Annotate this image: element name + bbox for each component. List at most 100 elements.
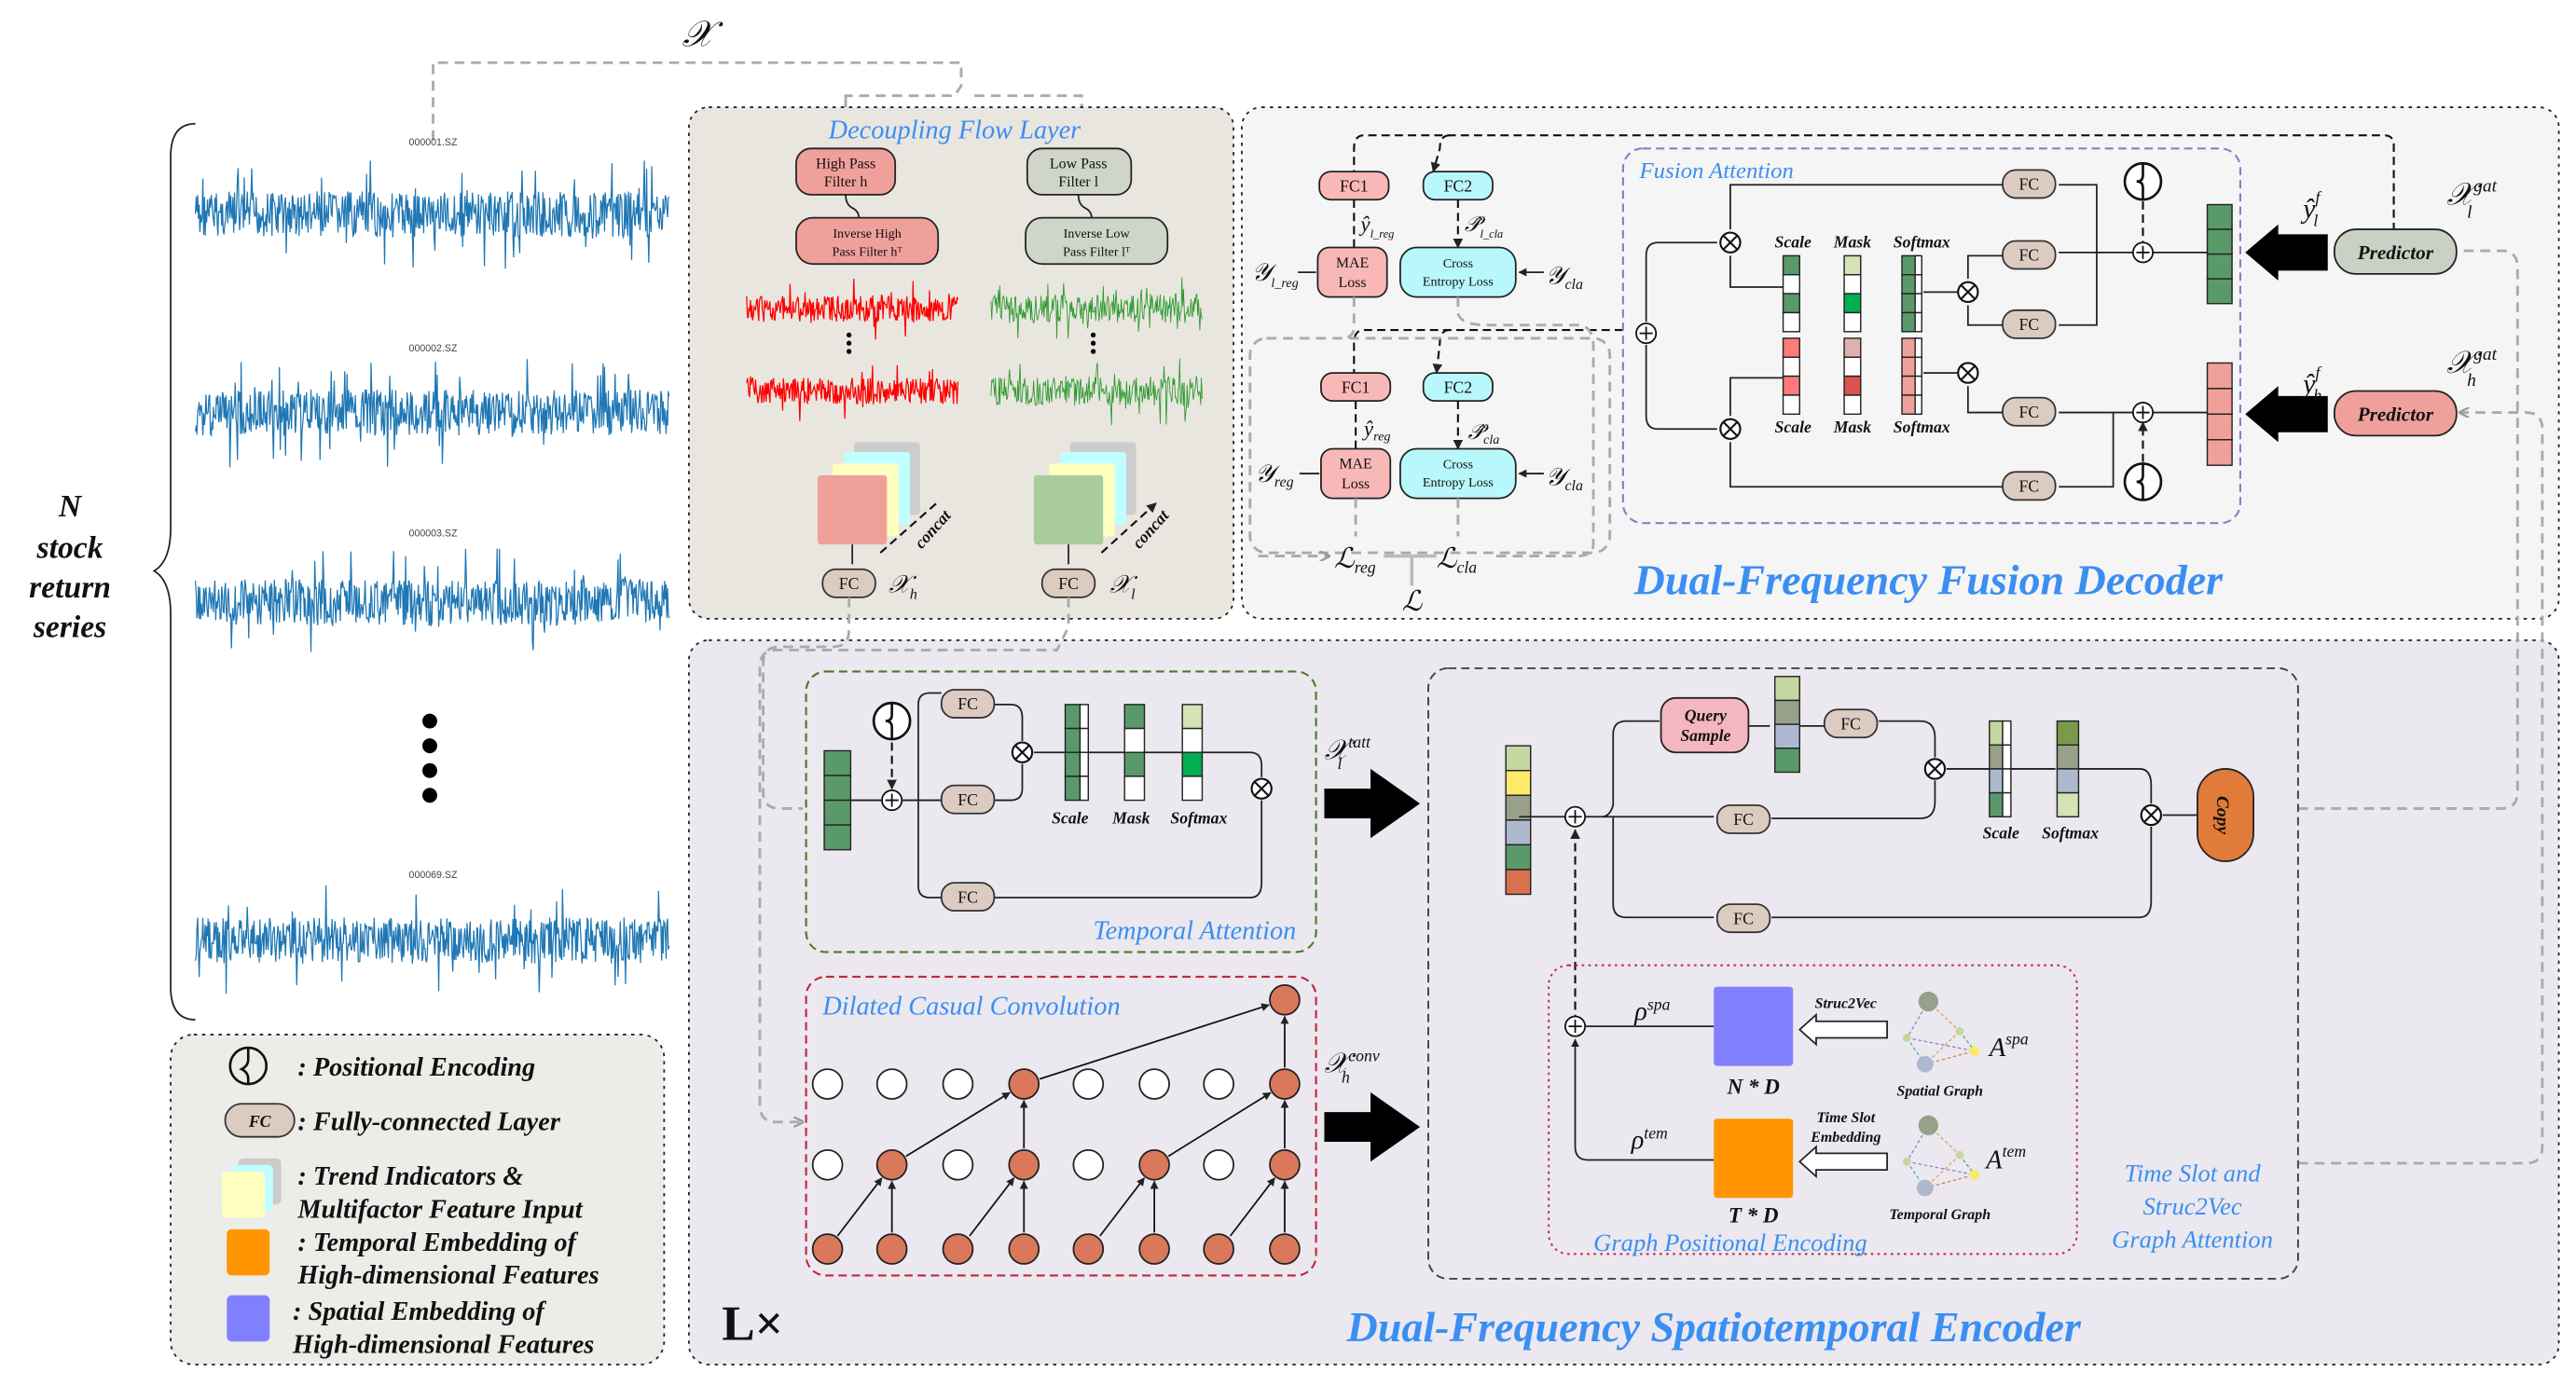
graphs xyxy=(1902,991,1980,1197)
mask-column-cell xyxy=(1843,337,1862,358)
active-node xyxy=(875,1233,908,1265)
dilated-conv-title: Dilated Casual Convolution xyxy=(821,993,1120,1022)
multiply-icon-cross xyxy=(1961,365,1976,380)
conv-edge xyxy=(969,1177,1015,1237)
graph-edge xyxy=(1924,1030,1961,1065)
graph-node xyxy=(1955,1026,1964,1036)
temporal-graph-label: Temporal Graph xyxy=(1889,1207,1991,1223)
mask-column-cell xyxy=(1123,704,1146,730)
loss-sum-lines xyxy=(1384,554,1437,586)
legend-text: : Spatial Embedding of xyxy=(293,1297,546,1326)
positional-encoding-wave xyxy=(2136,163,2144,200)
softmax-column-cell xyxy=(1181,704,1204,730)
mask-label: Mask xyxy=(1833,233,1871,252)
fc-layer xyxy=(940,882,996,913)
query-vector-cell xyxy=(1774,676,1800,702)
stock-return-line xyxy=(194,160,670,269)
softmax-column-cell xyxy=(1914,293,1922,314)
low-frequency-wave xyxy=(990,358,1203,426)
scale-column-cell xyxy=(1782,311,1800,333)
input-vector-cell xyxy=(823,824,852,851)
multiply-icon-cross xyxy=(1254,781,1270,797)
graph-edge xyxy=(1924,1050,1976,1065)
mae-label: Loss xyxy=(1342,476,1370,492)
mae-label: MAE xyxy=(1339,457,1371,473)
legend-text: : Temporal Embedding of xyxy=(297,1228,578,1257)
graph-edge xyxy=(1924,1173,1976,1189)
fc-label: FC xyxy=(1058,574,1079,593)
output-node xyxy=(1269,983,1301,1016)
query-sample-box xyxy=(1660,696,1750,754)
fusion-lines xyxy=(1645,184,2004,488)
fc-label: FC xyxy=(957,694,978,713)
low-pass-label: Filter l xyxy=(1058,174,1098,190)
temporal-lines xyxy=(850,692,1263,899)
query-sample-label: Sample xyxy=(1680,726,1730,745)
series-label-line: N xyxy=(58,489,83,524)
cross-entropy-loss-top xyxy=(1398,246,1517,298)
scale-column-cell xyxy=(1782,337,1800,358)
scale-column-cell xyxy=(1989,768,2004,794)
stack-connector xyxy=(851,544,1069,565)
scale-column-cell xyxy=(1782,394,1800,416)
fc-label: FC xyxy=(2019,315,2040,334)
softmax-column-cell xyxy=(1914,274,1922,295)
input-vector-cell xyxy=(823,749,852,776)
big-arrow-temporal xyxy=(1324,768,1421,839)
inactive-node xyxy=(942,1068,974,1100)
decomposed-waves xyxy=(746,277,1203,426)
input-vector-cell xyxy=(1505,819,1532,846)
add-icon-cross xyxy=(885,793,899,807)
fc-label: FC xyxy=(957,790,978,809)
softmax-column-cell xyxy=(1914,311,1922,333)
series-label-line: return xyxy=(29,570,111,605)
mask-column-cell xyxy=(1843,311,1862,333)
mae-label: Loss xyxy=(1338,275,1366,291)
add-icon-cross xyxy=(1568,1020,1582,1034)
inactive-node xyxy=(1203,1148,1234,1181)
mask-column-cell xyxy=(1843,254,1862,276)
active-node xyxy=(1269,1068,1301,1100)
conv-edge xyxy=(1099,1177,1146,1237)
low-frequency-output-vector-cell xyxy=(2206,228,2233,255)
low-frequency-wave xyxy=(990,277,1203,339)
softmax-column-cell xyxy=(1914,254,1922,276)
fc2-label: FC2 xyxy=(1444,176,1472,195)
multiply-icon-cross xyxy=(1723,421,1738,437)
time-slot-label: Embedding xyxy=(1810,1130,1880,1146)
scale-column-cell xyxy=(1782,293,1800,314)
inverse-low-label: Inverse Low xyxy=(1064,226,1131,241)
stock-series-group: 000001.SZ 000002.SZ 000003.SZ 000069.SZ xyxy=(194,137,670,995)
fc-layer xyxy=(1715,803,1771,834)
high-pass-label: Filter h xyxy=(824,174,867,190)
time-slot-arrow xyxy=(1798,1145,1888,1179)
input-vector-cell xyxy=(1505,869,1532,896)
scale-label: Scale xyxy=(1775,233,1811,252)
conv-edge xyxy=(836,1177,883,1237)
softmax-label: Softmax xyxy=(1894,418,1950,436)
positional-encoding-wave xyxy=(2136,463,2144,501)
conv-edge xyxy=(1167,1091,1272,1158)
fc-layer xyxy=(940,689,996,719)
fc-label: FC xyxy=(957,887,978,906)
softmax-label: Softmax xyxy=(1170,808,1227,827)
graph-node xyxy=(1902,1157,1911,1166)
decoupling-box xyxy=(688,106,1234,620)
ce-label: Entropy Loss xyxy=(1423,475,1494,490)
mask-column-cell xyxy=(1123,775,1146,802)
add-icon-cross xyxy=(1568,810,1582,824)
scale-column-cell xyxy=(1782,356,1800,377)
inactive-node xyxy=(1203,1068,1234,1100)
high-frequency-output-vector-cell xyxy=(2206,413,2233,441)
add-icon-cross xyxy=(2136,245,2150,259)
predictor-low xyxy=(2333,228,2458,275)
ellipsis-dot xyxy=(422,788,437,803)
inactive-node xyxy=(1072,1068,1105,1100)
series-brace xyxy=(152,122,196,1021)
graph-node xyxy=(1916,1179,1934,1197)
graph-attention-title: Graph Attention xyxy=(2112,1225,2273,1253)
fusion-operators xyxy=(1635,161,2163,501)
copy-block xyxy=(2197,768,2254,862)
decoder-title: Dual-Frequency Fusion Decoder xyxy=(1633,556,2225,603)
